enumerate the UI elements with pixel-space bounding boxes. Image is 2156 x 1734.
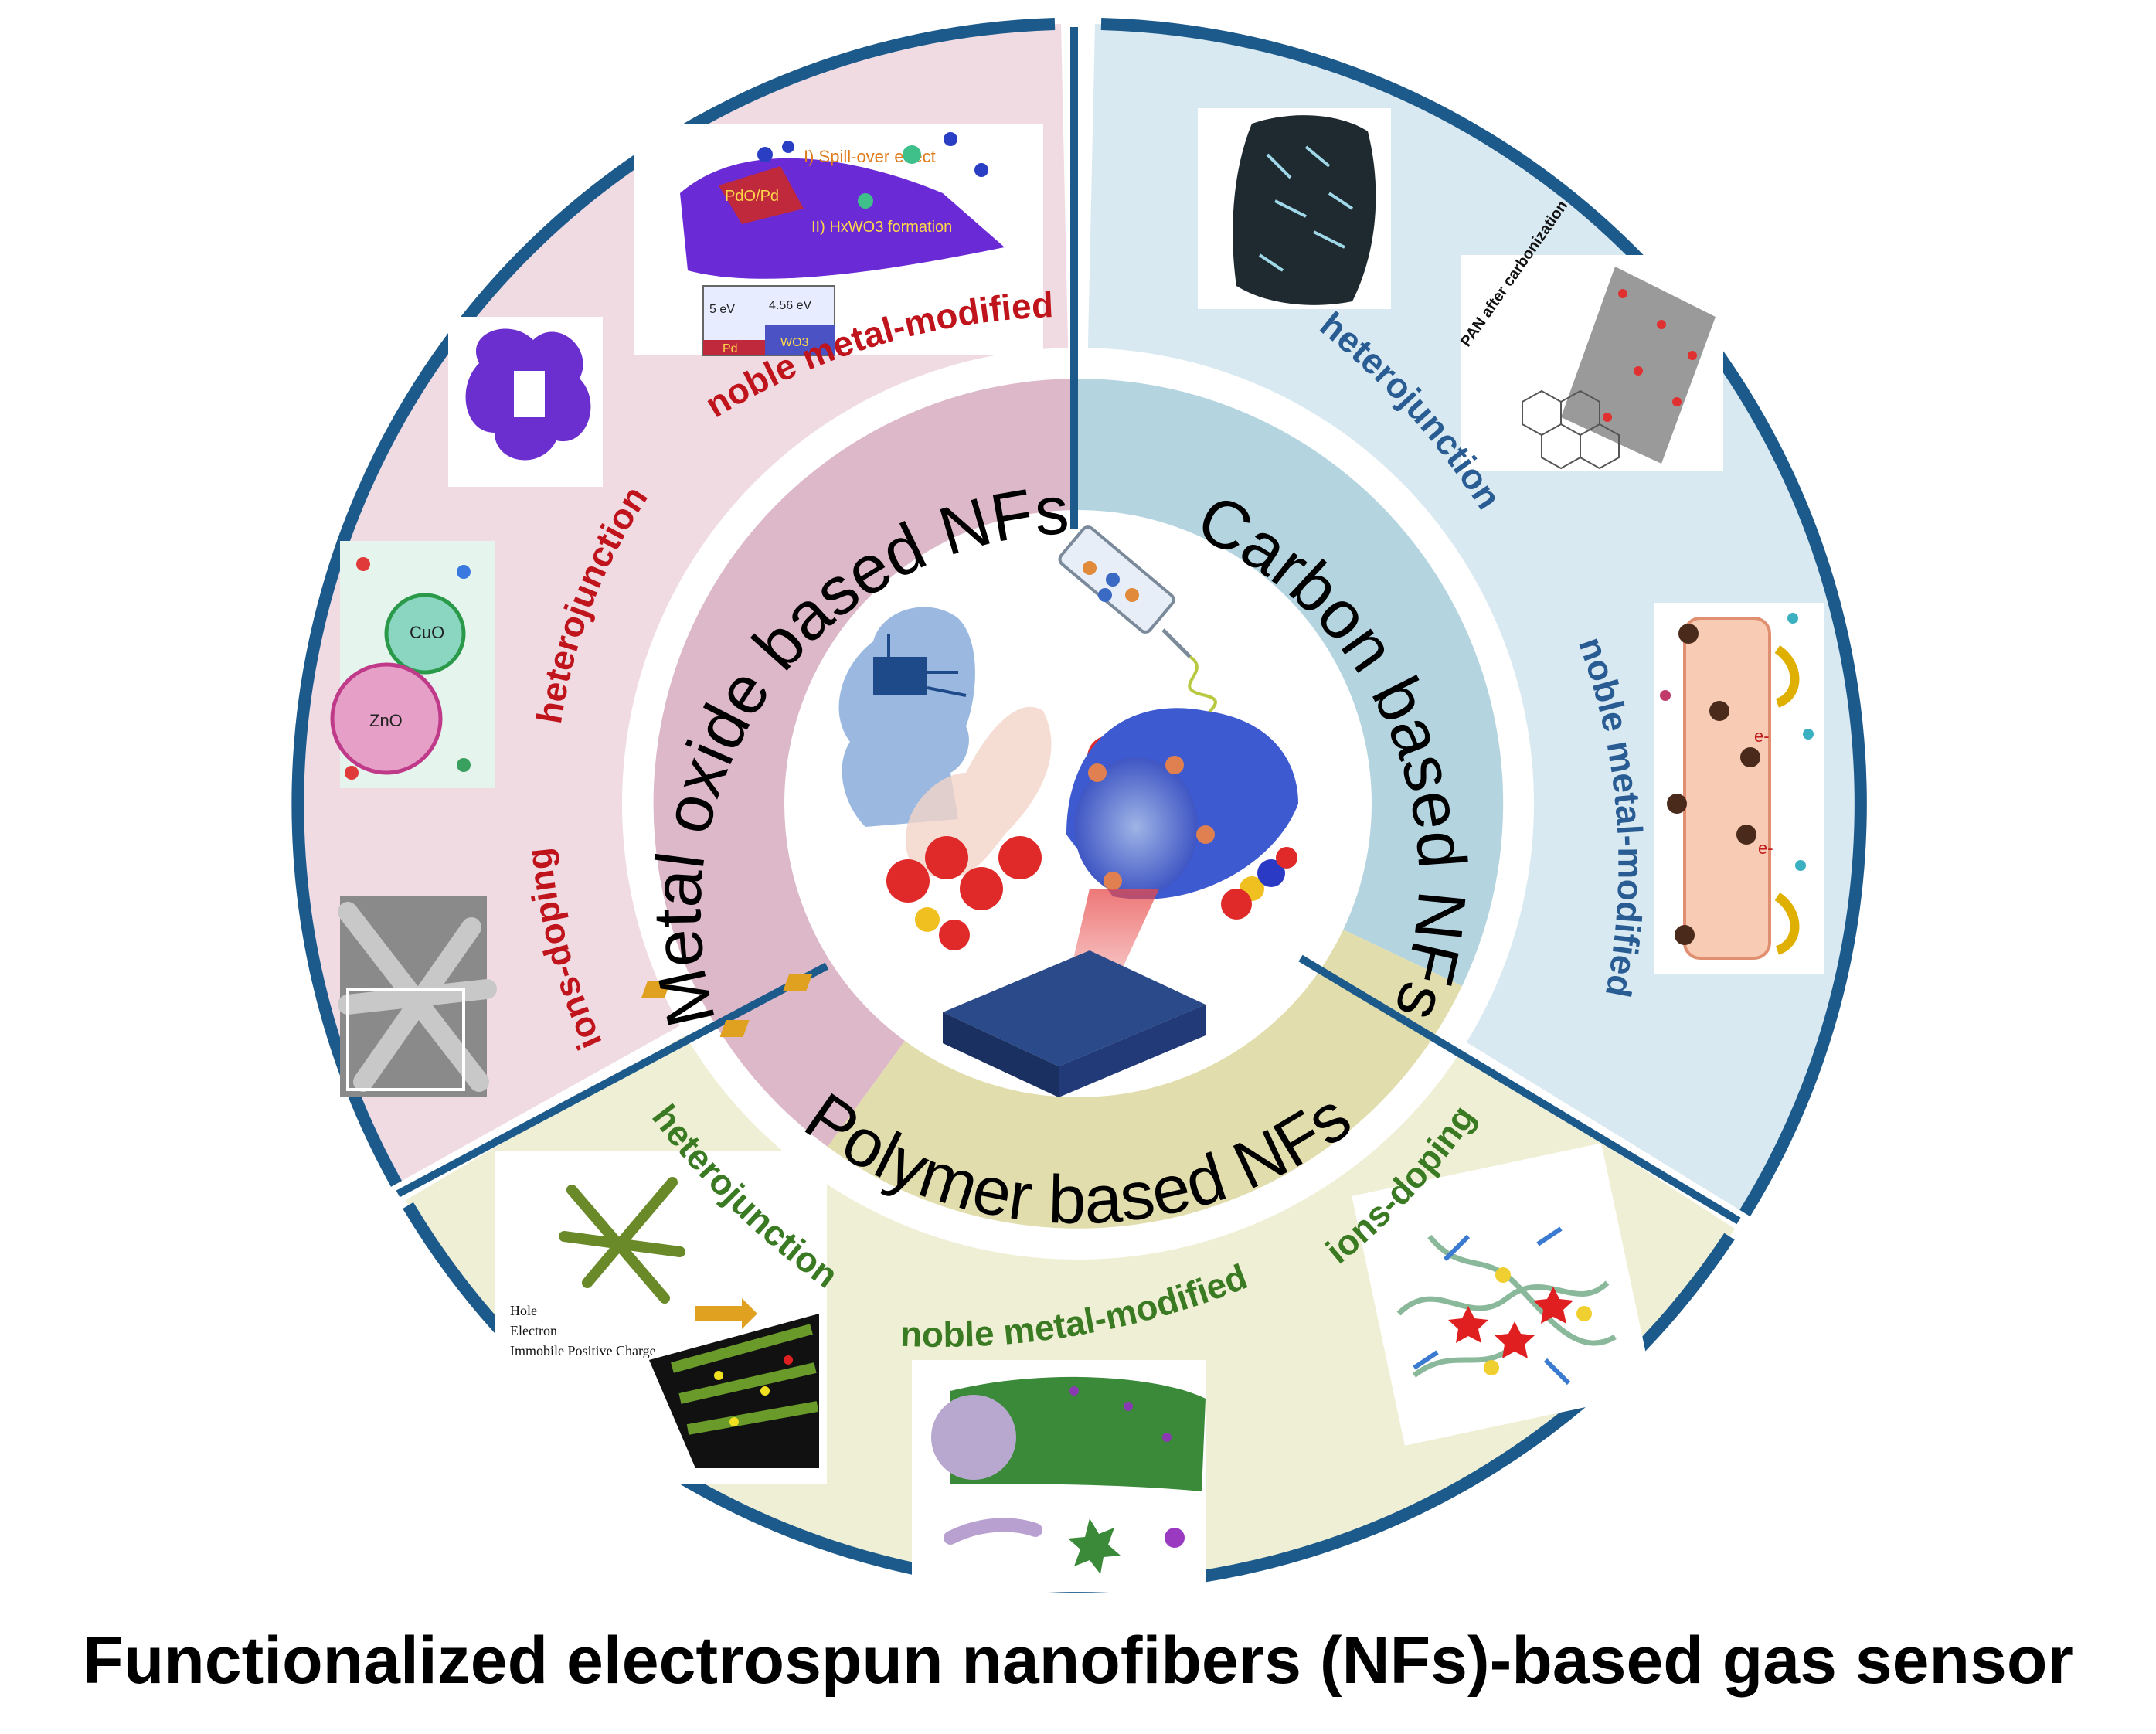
cuo-label: CuO xyxy=(410,623,444,642)
mo-noble-metal-inset: PdO/Pd I) Spill-over effect II) HxWO3 fo… xyxy=(634,124,1043,356)
electron-legend-label: Electron xyxy=(510,1323,557,1338)
immobile-charge-label: Immobile Positive Charge xyxy=(510,1343,656,1358)
mo-cuo-zno-inset: CuO ZnO xyxy=(330,541,495,788)
ai-head-icon xyxy=(838,607,975,827)
carbon-heterojunction-sem-inset xyxy=(1198,108,1391,309)
outer-border-carbon xyxy=(1100,18,1867,1217)
hxwo3-label: II) HxWO3 formation xyxy=(811,219,952,236)
zno-label: ZnO xyxy=(369,711,403,730)
carbon-noble-metal-inset: e- e- xyxy=(1654,603,1824,974)
outer-border-metal-oxide xyxy=(291,18,1056,1187)
carbon-pan-inset: PAN after carbonization xyxy=(1457,198,1723,471)
hole-label: Hole xyxy=(510,1303,537,1318)
gas-smoke xyxy=(905,706,1052,879)
mo-heterojunction-inset xyxy=(448,317,603,487)
pd-label: Pd xyxy=(723,342,738,355)
polymer-ions-doping-inset xyxy=(1352,1143,1654,1446)
polymer-heterojunction-inset: Hole Electron Immobile Positive Charge xyxy=(495,1151,827,1484)
divider-left xyxy=(396,962,829,1198)
wo3-band-label: WO3 xyxy=(780,336,809,349)
electron-label-1: e- xyxy=(1754,726,1770,746)
divider-right xyxy=(1298,954,1741,1225)
wo3-workfunction-label: 4.56 eV xyxy=(769,299,811,312)
mo-ions-doping-sem-inset xyxy=(338,896,497,1097)
figure-caption: Functionalized electrospun nanofibers (N… xyxy=(83,1624,2073,1698)
sensor-chip-icon xyxy=(641,950,1206,1097)
polymer-noble-metal-inset xyxy=(912,1360,1206,1592)
electron-label-2: e- xyxy=(1758,838,1773,858)
center-illustration xyxy=(641,525,1298,1097)
pdo-pd-label: PdO/Pd xyxy=(725,188,779,205)
pd-workfunction-label: 5 eV xyxy=(709,303,735,316)
